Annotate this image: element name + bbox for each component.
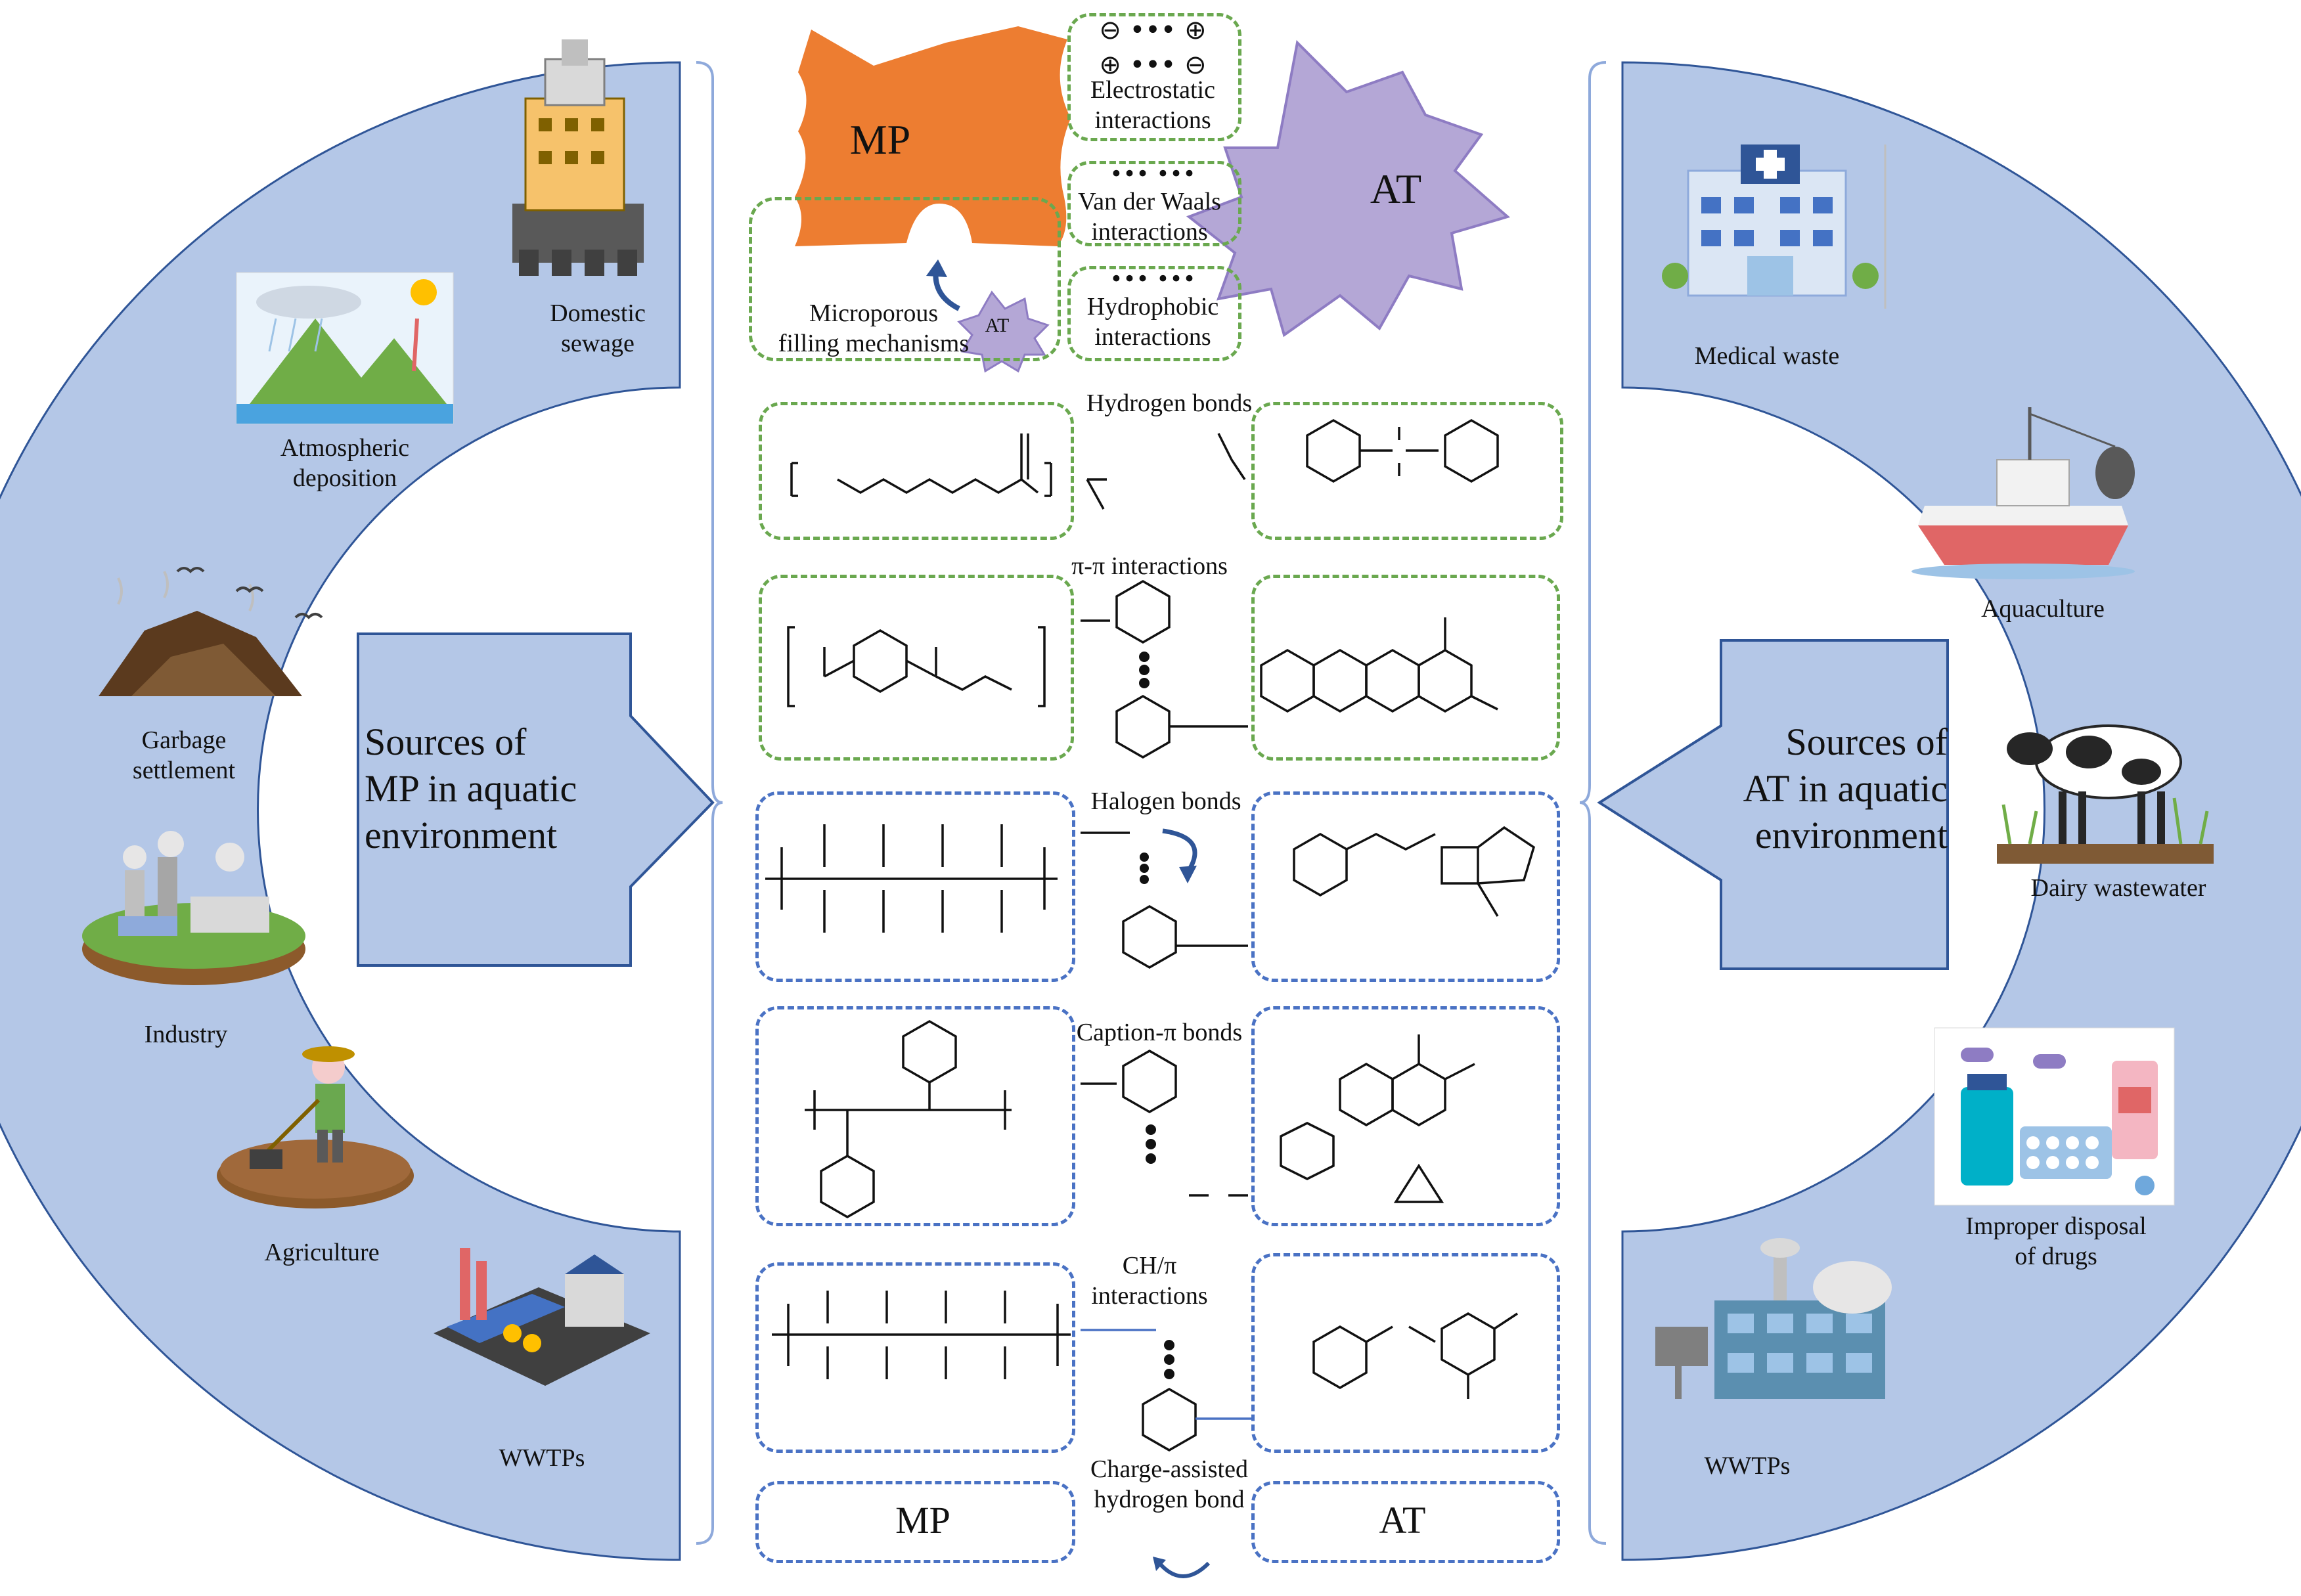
sulfadiazine-box — [1251, 402, 1563, 540]
agriculture-icon — [217, 1046, 414, 1208]
source-label-atmospheric-deposition: Atmospheric deposition — [280, 434, 410, 492]
vdw-label: Van der Waals interactions — [1078, 188, 1221, 246]
source-label-aquaculture: Aquaculture — [1981, 595, 2105, 623]
pi-pi-rings — [1081, 579, 1248, 759]
pet-polymer-structure — [787, 626, 1046, 707]
cation-pi-motif — [1081, 1049, 1248, 1197]
halogen-electron-arrow — [1162, 828, 1197, 872]
atmospheric-deposition-icon — [236, 272, 454, 424]
domestic-sewage-icon — [512, 39, 644, 276]
drugs-icon — [1934, 1027, 2175, 1206]
source-label-improper-disposal: Improper disposal of drugs — [1965, 1212, 2147, 1270]
garbage-settlement-icon — [99, 567, 323, 696]
hospital-icon — [1662, 144, 1887, 309]
bottom-mp-label: MP — [895, 1499, 950, 1541]
pvc-polymer-structure — [765, 824, 1058, 933]
ps-polymer-structure — [805, 1019, 1012, 1219]
ciprofloxacin-box — [1251, 1006, 1560, 1226]
pet-box — [759, 575, 1074, 761]
right-source-arrow — [1597, 639, 1949, 970]
vdw-dots: ••• ••• — [1109, 161, 1196, 187]
at-particle-shape — [1186, 39, 1511, 338]
left-bracket — [696, 61, 723, 1545]
pp-polymer-structure — [772, 1291, 1071, 1379]
bottom-at-label: AT — [1379, 1499, 1426, 1541]
nylon-polymer-structure — [790, 433, 1052, 497]
charge-assisted-arrow — [1157, 1561, 1211, 1578]
fishing-boat-icon — [1911, 407, 2135, 579]
ch-pi-label: CH/π interactions — [1091, 1252, 1208, 1310]
electrostatic-box — [1067, 13, 1241, 141]
wwtp-plant-icon — [1655, 1238, 1892, 1399]
at-particle-label: AT — [1370, 166, 1422, 212]
at-sources-arrow-label: Sources of AT in aquatic environment — [1743, 720, 1948, 856]
halogen-bond-motif — [1081, 831, 1248, 969]
bottom-at-box — [1251, 1481, 1560, 1563]
sulfamethazine-structure — [1312, 1312, 1518, 1399]
amoxicillin-structure — [1293, 826, 1536, 917]
at-small-shape — [957, 290, 1050, 373]
microporous-box — [749, 197, 1061, 361]
noncovalent-dots — [1139, 652, 1174, 1379]
source-label-wwtps-right: WWTPs — [1704, 1452, 1791, 1480]
hydrogen-bonds-label: Hydrogen bonds — [1086, 389, 1253, 417]
source-label-dairy-wastewater: Dairy wastewater — [2030, 874, 2206, 902]
electrostatic-label: Electrostatic interactions — [1090, 76, 1215, 134]
source-label-wwtps-left: WWTPs — [499, 1444, 585, 1472]
hydrogen-bond-motif — [1086, 433, 1246, 510]
left-source-panel — [0, 61, 681, 1561]
charge-symbols-1: ⊖ ••• ⊕ — [1099, 15, 1207, 45]
source-label-agriculture: Agriculture — [264, 1239, 380, 1266]
wwtp-icon — [434, 1248, 650, 1386]
charge-assisted-label: Charge-assisted hydrogen bond — [1090, 1455, 1248, 1513]
right-bracket — [1579, 61, 1607, 1545]
source-label-domestic-sewage: Domestic sewage — [550, 299, 646, 357]
hydrophobic-dots: ••• ••• — [1109, 266, 1196, 292]
microporous-label: Microporous filling mechanisms — [778, 299, 970, 357]
ciprofloxacin-structure — [1280, 1034, 1475, 1203]
molecule-drawings — [765, 418, 1536, 1452]
mp-particle-shape — [795, 26, 1071, 246]
sulfamethazine-box — [1251, 1253, 1560, 1453]
cation-pi-label: Caption-π bonds — [1076, 1019, 1243, 1046]
tetracycline-box — [1251, 575, 1560, 761]
sulfadiazine-structure — [1306, 418, 1499, 483]
mp-particle-label: MP — [849, 116, 911, 163]
bottom-mp-box — [755, 1481, 1075, 1563]
vdw-box — [1067, 161, 1241, 246]
source-label-garbage-settlement: Garbage settlement — [132, 726, 236, 784]
pvc-box — [755, 791, 1075, 982]
nylon-box — [759, 402, 1074, 540]
tetracycline-structure — [1260, 617, 1498, 713]
industry-icon — [82, 831, 305, 985]
charge-symbols-2: ⊕ ••• ⊖ — [1099, 50, 1207, 80]
source-label-medical-waste: Medical waste — [1694, 342, 1840, 370]
pp-box — [755, 1262, 1075, 1453]
halogen-bonds-label: Halogen bonds — [1090, 787, 1241, 815]
pi-pi-label: π-π interactions — [1071, 552, 1228, 580]
at-small-label: AT — [985, 315, 1010, 336]
ch-pi-motif — [1081, 1329, 1251, 1452]
hydrophobic-box — [1067, 266, 1241, 361]
source-label-industry: Industry — [144, 1021, 228, 1048]
amoxicillin-box — [1251, 791, 1560, 982]
mp-sources-arrow-label: Sources of MP in aquatic environment — [365, 720, 577, 856]
cow-icon — [1997, 724, 2214, 864]
left-source-arrow — [357, 632, 715, 967]
hydrophobic-label: Hydrophobic interactions — [1086, 293, 1219, 351]
ps-box — [755, 1006, 1075, 1226]
